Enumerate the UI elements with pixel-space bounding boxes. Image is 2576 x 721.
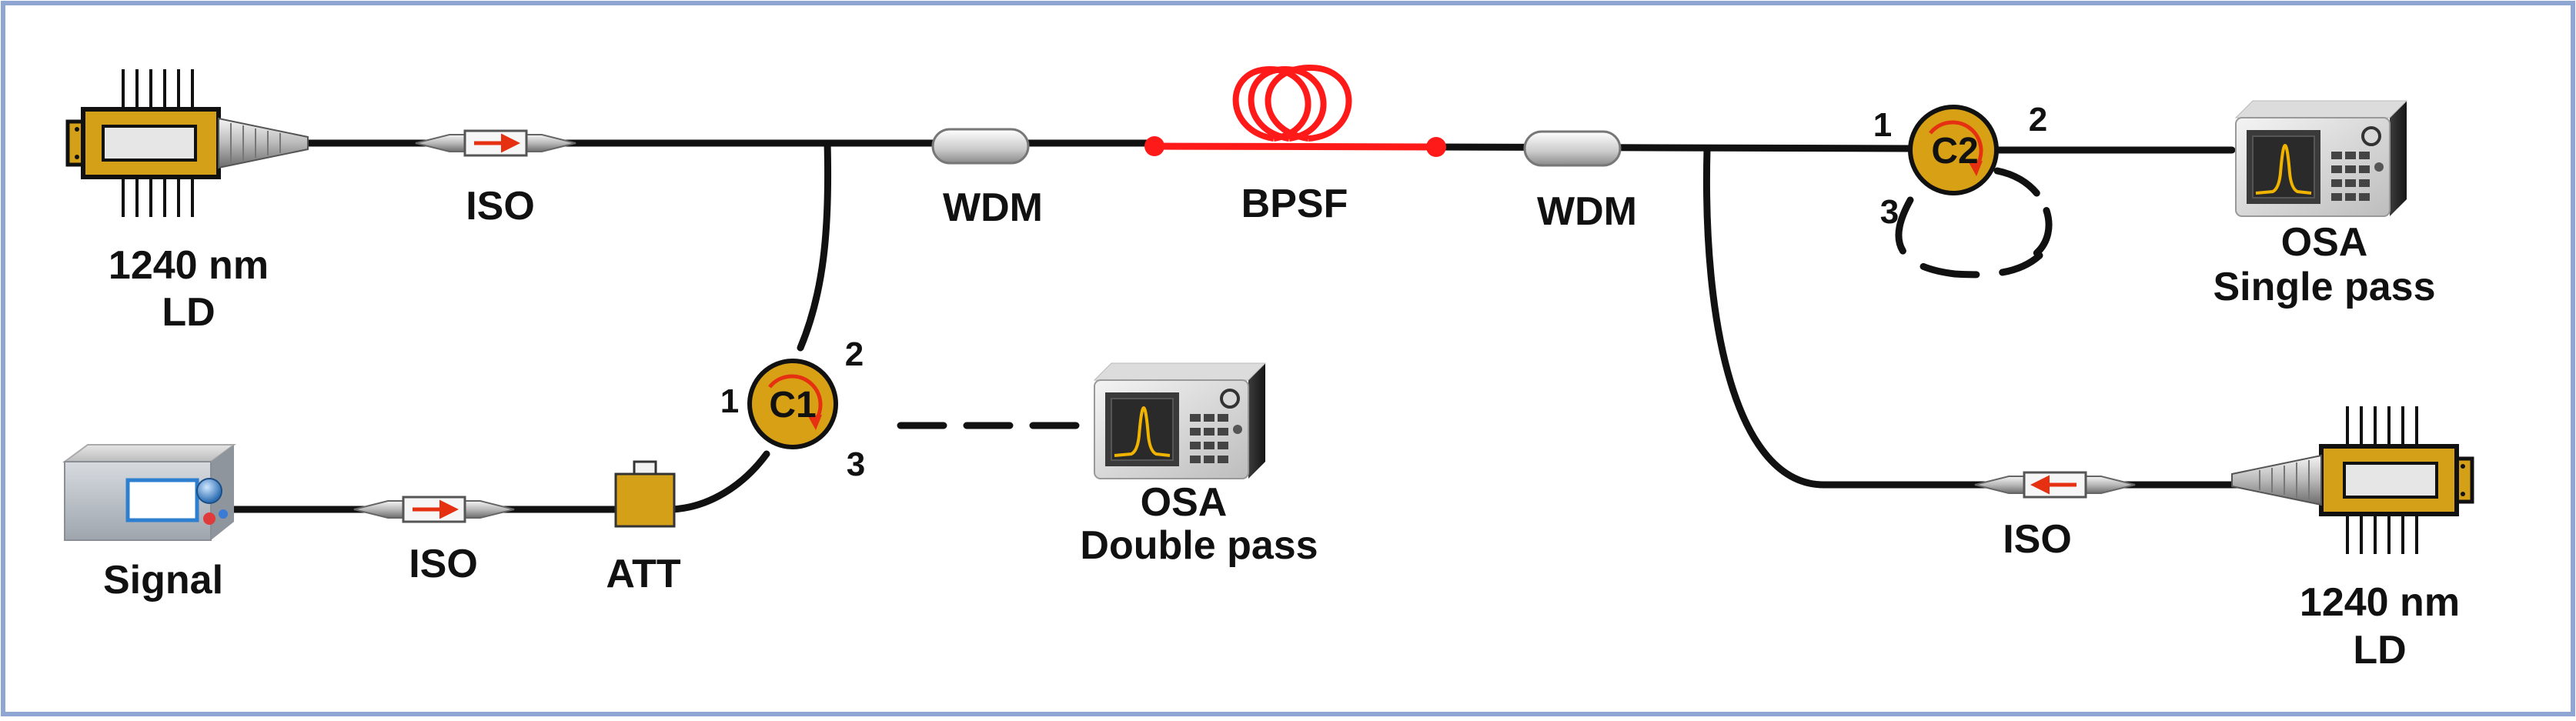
fiber-att-to-c1 — [667, 450, 770, 513]
iso-top-label: ISO — [466, 184, 535, 229]
osa-double-label-line2: Double pass — [1080, 523, 1318, 568]
ld-top-label-line2: LD — [162, 290, 215, 335]
ld-bottom-label-line1: 1240 nm — [2300, 580, 2460, 625]
c1-port-3: 3 — [847, 446, 865, 483]
osa-single-label-line2: Single pass — [2213, 265, 2436, 309]
signal-label: Signal — [103, 558, 223, 603]
isolator-icon — [1973, 471, 2137, 499]
c2-port-2: 2 — [2029, 101, 2047, 139]
fiber-loop-lower — [1895, 196, 2043, 279]
att-label: ATT — [606, 552, 680, 596]
attenuator-icon — [614, 460, 676, 528]
bpsf-label: BPSF — [1241, 182, 1348, 226]
wdm-left-label: WDM — [943, 185, 1043, 230]
c1-port-2: 2 — [845, 335, 864, 373]
bpsf-fiber — [1154, 64, 1437, 151]
isolator-icon — [414, 129, 577, 157]
splice-point-left — [1144, 136, 1164, 156]
c1-port-1: 1 — [720, 382, 739, 420]
iso-bottom-right-label: ISO — [2003, 517, 2072, 562]
splice-point-right — [1426, 137, 1446, 157]
wdm-coupler-icon — [1523, 130, 1622, 167]
ld-top-label-line1: 1240 nm — [109, 243, 269, 288]
iso-bottom-left-label: ISO — [409, 542, 478, 586]
spectrum-analyzer-icon — [2234, 99, 2408, 218]
c1-label: C1 — [769, 385, 816, 426]
fiber-top-middle — [1428, 143, 1913, 152]
signal-source-icon — [62, 444, 237, 541]
c2-label: C2 — [1931, 131, 1978, 172]
fiber-coupler-to-c1 — [797, 139, 832, 352]
fiber-loop-upper — [1993, 167, 2053, 258]
spectrum-analyzer-icon — [1093, 362, 1267, 480]
osa-double-label-line1: OSA — [1141, 480, 1228, 525]
c2-port-1: 1 — [1873, 106, 1892, 144]
ld-bottom-label-line2: LD — [2353, 628, 2406, 673]
wdm-coupler-icon — [931, 128, 1030, 165]
isolator-icon — [352, 496, 516, 523]
osa-single-label-line1: OSA — [2281, 220, 2368, 265]
fiber-coupler-to-pump2 — [1703, 145, 2274, 489]
c2-port-3: 3 — [1880, 193, 1899, 231]
wdm-right-label: WDM — [1537, 189, 1637, 234]
